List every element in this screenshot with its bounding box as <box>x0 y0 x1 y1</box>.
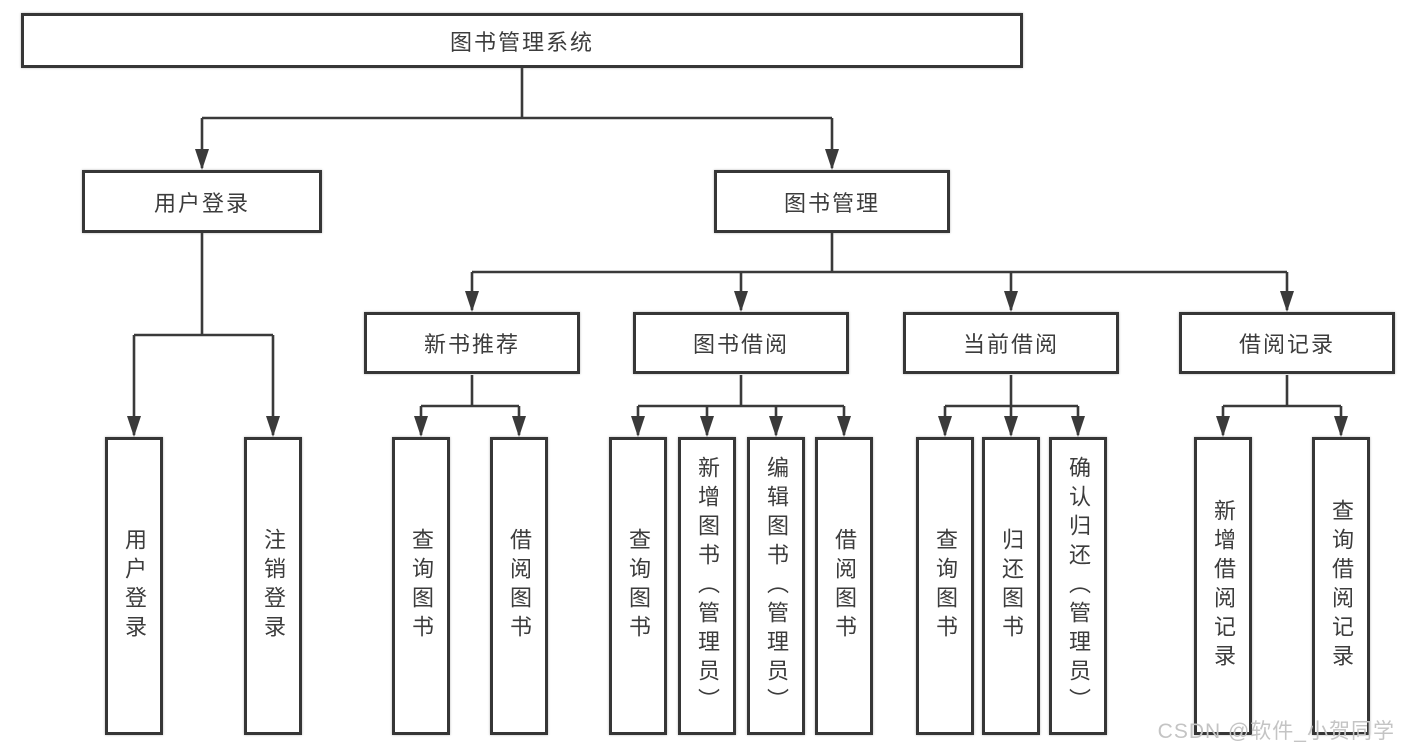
node-leaf-edit-book-admin: 编辑图书（管理员） <box>747 437 805 735</box>
leaf-label: 归还图书 <box>999 528 1024 644</box>
node-book-management-label: 图书管理 <box>783 190 880 216</box>
node-book-borrow-label: 图书借阅 <box>692 332 789 357</box>
node-leaf-add-borrow-record: 新增借阅记录 <box>1194 437 1252 735</box>
node-book-borrow: 图书借阅 <box>633 312 849 374</box>
node-borrow-record-label: 借阅记录 <box>1238 332 1335 357</box>
leaf-label: 用户登录 <box>122 528 147 644</box>
node-leaf-query-borrow-record: 查询借阅记录 <box>1312 437 1370 735</box>
node-leaf-borrow-book-1: 借阅图书 <box>490 437 548 735</box>
node-current-borrow-label: 当前借阅 <box>962 332 1059 357</box>
node-current-borrow: 当前借阅 <box>903 312 1119 374</box>
node-root-system: 图书管理系统 <box>21 13 1023 68</box>
arrowheads <box>127 149 1348 437</box>
node-new-book-recommend-label: 新书推荐 <box>423 332 520 357</box>
node-book-management: 图书管理 <box>714 170 950 233</box>
leaf-label: 借阅图书 <box>832 528 857 644</box>
node-leaf-query-book-1: 查询图书 <box>392 437 450 735</box>
node-user-login: 用户登录 <box>82 170 322 233</box>
leaf-label: 查询图书 <box>409 528 434 644</box>
leaf-label: 确认归还（管理员） <box>1066 455 1091 717</box>
leaf-label: 查询图书 <box>626 528 651 644</box>
leaf-label: 编辑图书（管理员） <box>764 455 789 717</box>
tree-edges <box>132 68 1343 435</box>
node-leaf-return-book: 归还图书 <box>982 437 1040 735</box>
node-leaf-logout: 注销登录 <box>244 437 302 735</box>
node-leaf-query-book-2: 查询图书 <box>609 437 667 735</box>
node-leaf-user-login: 用户登录 <box>105 437 163 735</box>
node-user-login-label: 用户登录 <box>153 190 250 216</box>
node-new-book-recommend: 新书推荐 <box>364 312 580 374</box>
node-leaf-add-book-admin: 新增图书（管理员） <box>678 437 736 735</box>
node-root-label: 图书管理系统 <box>449 29 594 55</box>
leaf-label: 注销登录 <box>261 528 286 644</box>
csdn-watermark: CSDN @软件_小贺同学 <box>1157 720 1395 743</box>
node-leaf-query-book-3: 查询图书 <box>916 437 974 735</box>
node-leaf-borrow-book-2: 借阅图书 <box>815 437 873 735</box>
leaf-label: 借阅图书 <box>507 528 532 644</box>
leaf-label: 查询借阅记录 <box>1329 499 1354 673</box>
leaf-label: 新增图书（管理员） <box>695 455 720 717</box>
leaf-label: 查询图书 <box>933 528 958 644</box>
node-leaf-confirm-return-admin: 确认归还（管理员） <box>1049 437 1107 735</box>
node-borrow-record: 借阅记录 <box>1179 312 1395 374</box>
leaf-label: 新增借阅记录 <box>1211 499 1236 673</box>
